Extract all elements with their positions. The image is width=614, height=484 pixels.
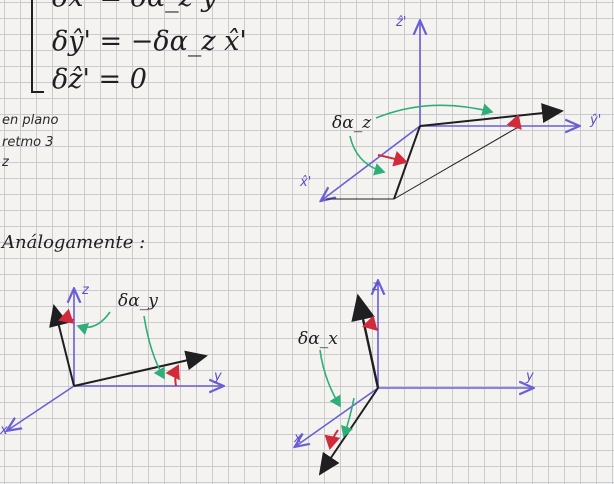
rotated-z-vector [49, 304, 75, 387]
axis-label-z-prime: ẑ' [395, 15, 406, 30]
green-guide-arc-1 [76, 311, 111, 336]
parallelogram-edge-right [393, 125, 521, 200]
rotated-x-vector [318, 387, 379, 476]
equation-brace [31, 0, 44, 93]
angle-arc-x [324, 429, 341, 450]
green-guide-arc-2 [340, 397, 355, 438]
rotated-y-vector [419, 103, 564, 127]
angle-arc-z [58, 308, 75, 324]
axis-label-x: x [293, 431, 302, 446]
equation-line-3: δẑ' = 0 [52, 64, 147, 95]
caption-text: Análogamente : [0, 232, 145, 253]
margin-note-line-1: en plano [2, 113, 58, 128]
equation-line-2: δŷ' = −δα_z x̂' [52, 26, 247, 57]
axis-label-y-prime: ŷ' [589, 113, 601, 128]
axis-label-z: z [81, 283, 90, 298]
x-axis [322, 125, 421, 200]
axis-label-y: y [525, 369, 534, 384]
angle-arc-x [377, 151, 408, 167]
margin-note: en plano retmo 3 z [1, 113, 58, 170]
margin-note-line-3: z [1, 155, 10, 170]
diagram-rotation-y: δα_y z y x [0, 283, 222, 438]
margin-note-line-2: retmo 3 [2, 135, 53, 150]
green-guide-arc-2 [349, 135, 386, 176]
green-guide-arc-2 [143, 315, 165, 380]
angle-label-delta-alpha-z: δα_z [332, 113, 372, 133]
x-axis [8, 385, 75, 430]
angle-arc-y [165, 364, 180, 387]
x-axis [296, 387, 379, 446]
rotated-y-vector [73, 350, 208, 387]
axis-label-z: z [371, 279, 380, 294]
rotated-x-vector [393, 125, 421, 200]
diagram-rotation-x: δα_x z y x [293, 279, 534, 476]
angle-arc-y [506, 114, 522, 130]
axis-label-y: y [213, 369, 222, 384]
equation-line-1: δx̂' = δα_z ŷ' [52, 0, 224, 13]
equation-block: δx̂' = δα_z ŷ' δŷ' = −δα_z x̂' δẑ' = 0 [31, 0, 247, 95]
green-guide-arc-1 [375, 103, 494, 119]
rotated-z-vector [351, 293, 380, 389]
angle-label-delta-alpha-y: δα_y [118, 291, 158, 311]
angle-label-delta-alpha-x: δα_x [298, 329, 338, 349]
green-guide-arc-1 [319, 349, 341, 408]
angle-arc-z [362, 315, 379, 331]
axis-label-x-prime: x̂' [299, 175, 311, 190]
axis-label-x: x [0, 423, 8, 438]
diagram-rotation-z: δα_z ẑ' ŷ' x̂' [299, 15, 601, 200]
